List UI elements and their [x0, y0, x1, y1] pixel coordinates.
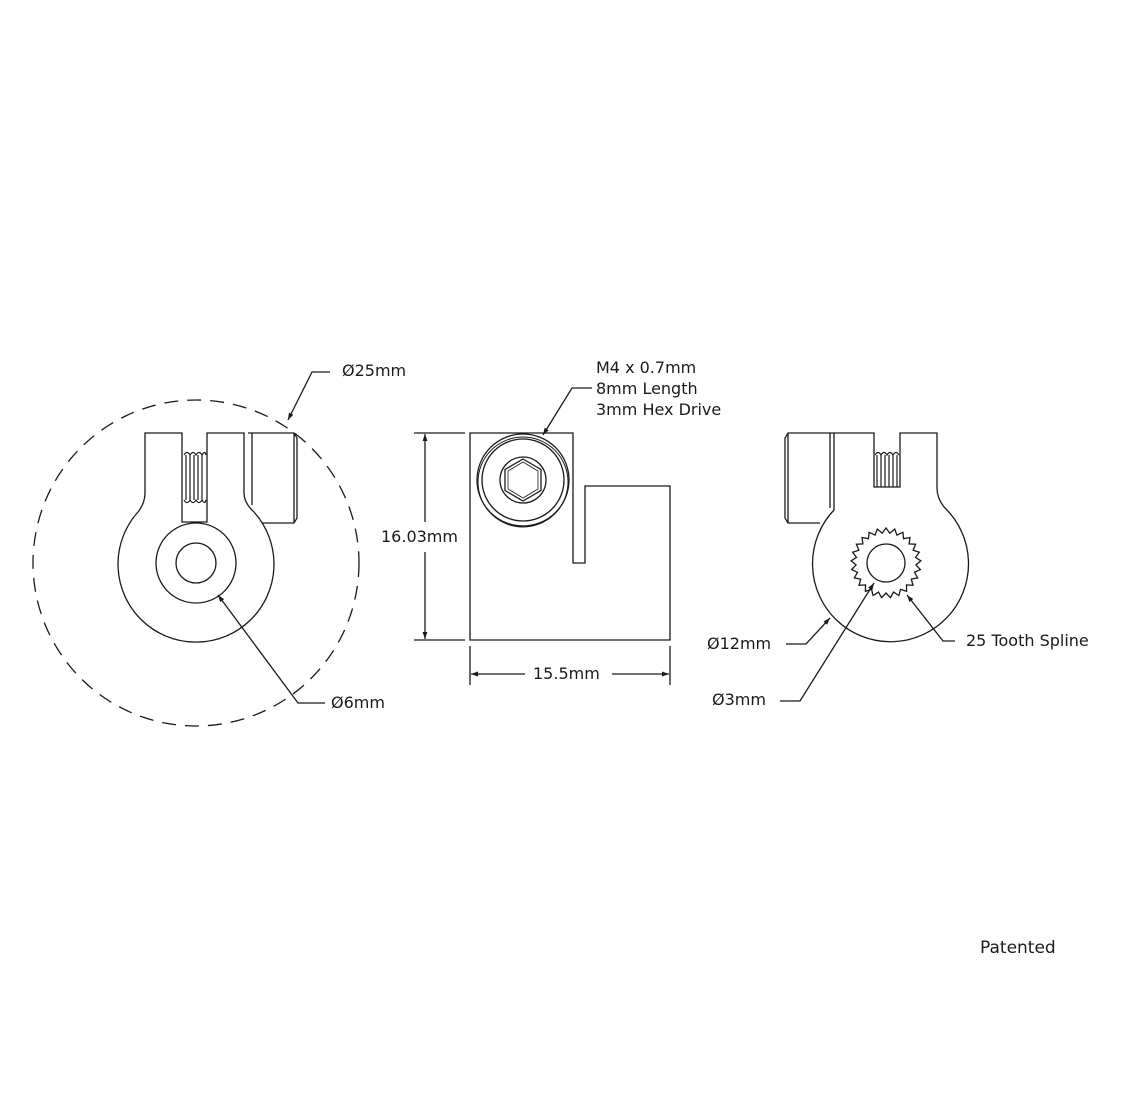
side-body-outline [469, 432, 671, 641]
screw-thread-spec: M4 x 0.7mm [596, 358, 697, 377]
hex-drive-icon [504, 458, 542, 502]
screw-leader [542, 387, 592, 436]
width-dimension-label: 15.5mm [533, 664, 600, 683]
bore-diameter-leader [780, 582, 875, 702]
screw-spec-label: M4 x 0.7mm 8mm Length 3mm Hex Drive [596, 357, 721, 420]
thread-icon [874, 451, 900, 487]
clamp-body-outline [811, 432, 970, 643]
screw-head [248, 432, 298, 524]
bore-diameter-leader [217, 594, 325, 704]
hub-diameter-leader [786, 617, 831, 645]
hub-ring [155, 522, 237, 604]
screw-length-spec: 8mm Length [596, 379, 698, 398]
bore-circle [866, 543, 906, 583]
hub-diameter-label: Ø12mm [707, 634, 772, 653]
screw-drive-spec: 3mm Hex Drive [596, 400, 722, 419]
left-end-view [32, 371, 360, 727]
patented-note: Patented [980, 938, 1056, 958]
right-end-view [780, 432, 970, 702]
thread-icon [183, 451, 207, 504]
height-dimension-label: 16.03mm [381, 527, 458, 546]
outer-envelope-circle [32, 399, 360, 727]
right-bore-diameter-label: Ø3mm [712, 690, 766, 709]
spline-leader [906, 594, 955, 642]
outer-diameter-label: Ø25mm [342, 361, 407, 380]
bore-circle [175, 542, 217, 584]
side-view [414, 387, 671, 685]
outer-diameter-leader [287, 371, 330, 421]
screw-head [784, 432, 834, 524]
left-bore-diameter-label: Ø6mm [331, 693, 385, 712]
clamp-body-outline [117, 432, 275, 643]
spline-icon [849, 526, 923, 599]
spline-label: 25 Tooth Spline [966, 631, 1089, 650]
screw-head-outer [476, 433, 570, 527]
